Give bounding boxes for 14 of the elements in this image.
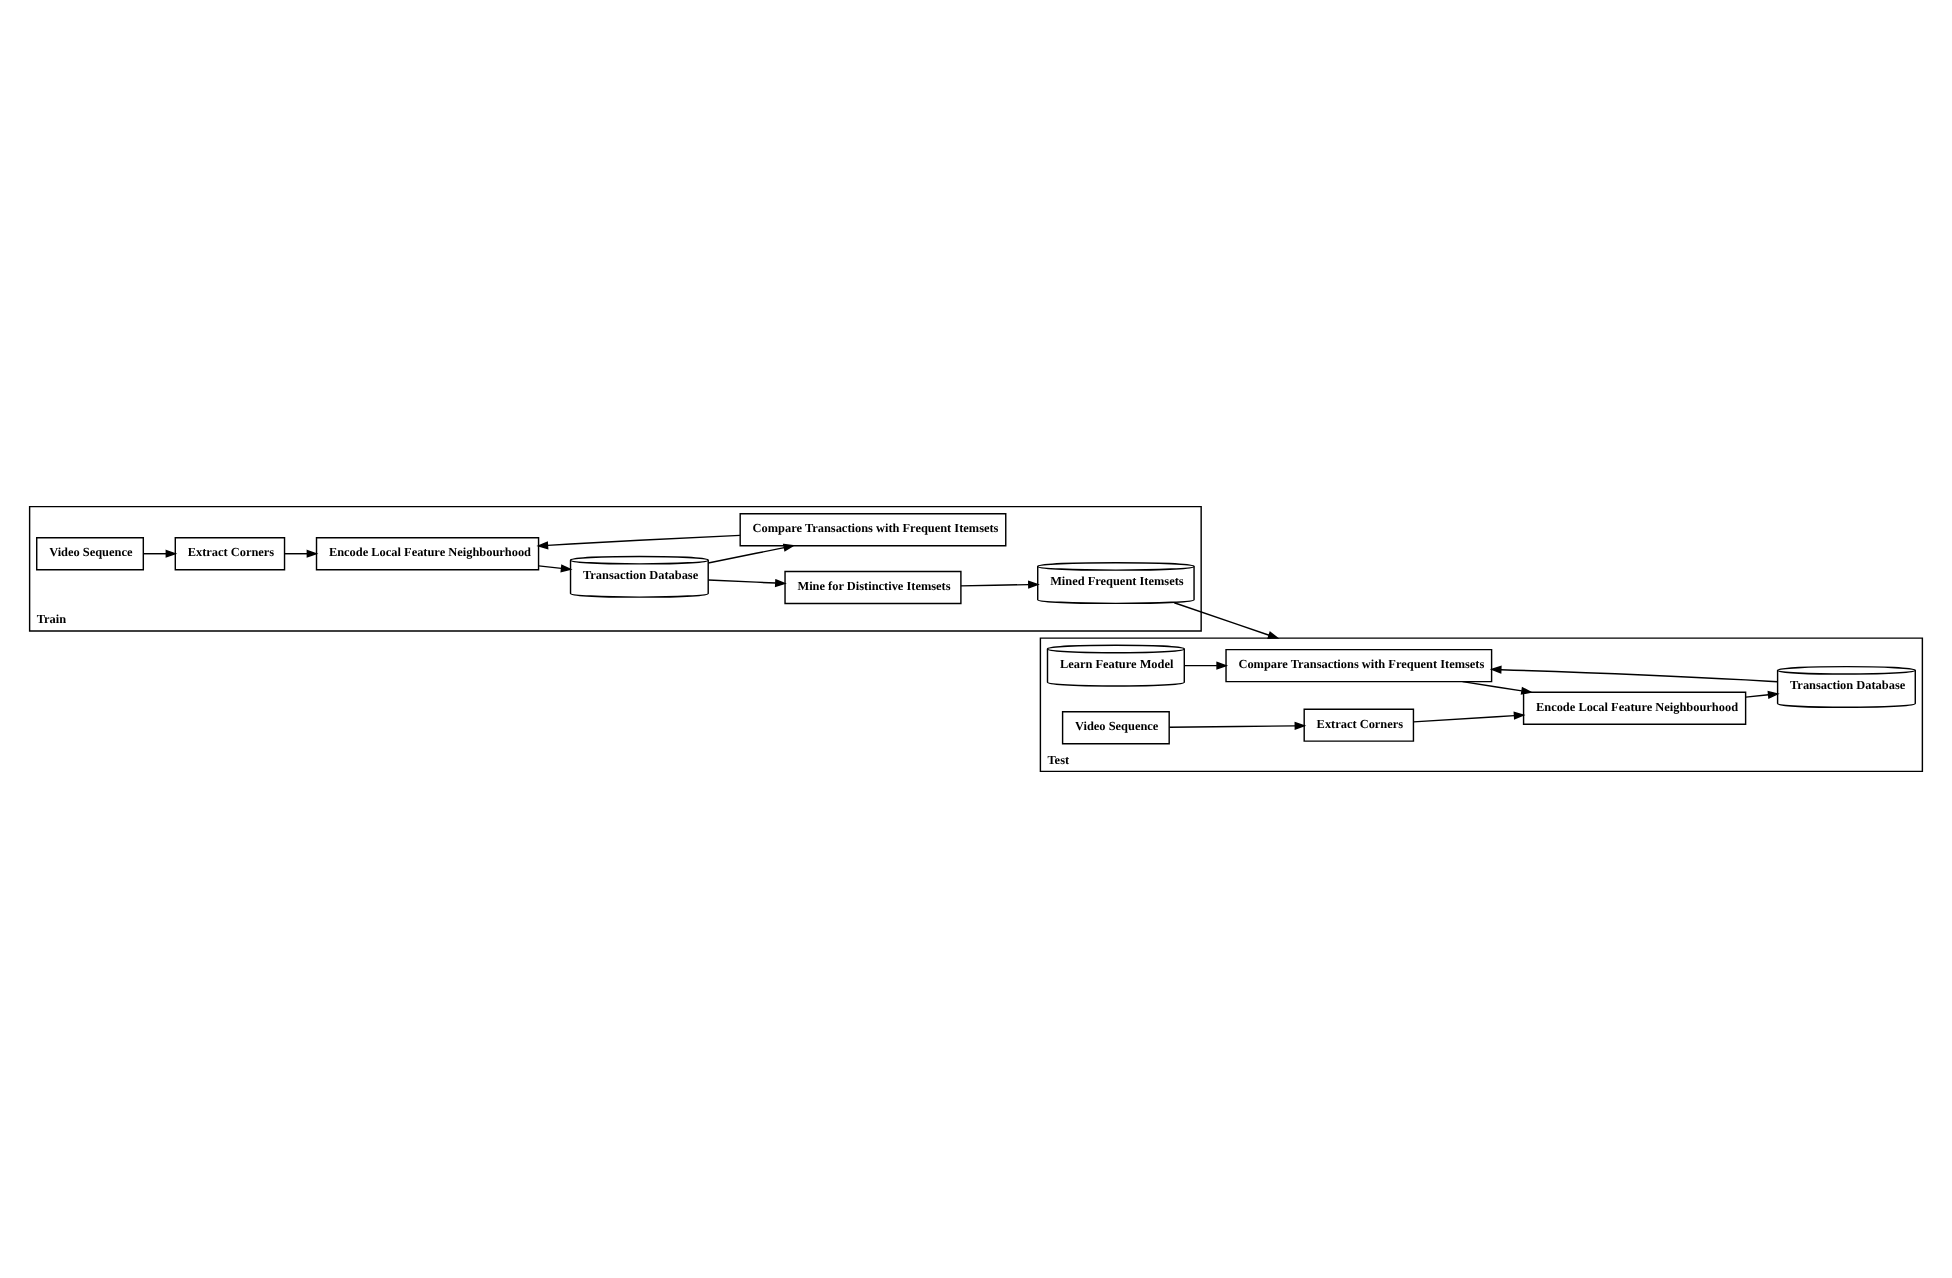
arrow [1173,602,1280,639]
arrow [707,543,796,564]
arrow [1183,661,1229,670]
arrow [538,564,573,573]
arrow [536,534,741,550]
arrow [283,549,319,558]
arrow [1489,665,1779,683]
arrow [142,549,178,558]
arrow [1168,721,1307,730]
arrow [707,578,787,588]
arrow [1412,711,1526,723]
arrow [960,580,1040,589]
arrow [1461,680,1533,695]
arrow [1745,690,1780,699]
